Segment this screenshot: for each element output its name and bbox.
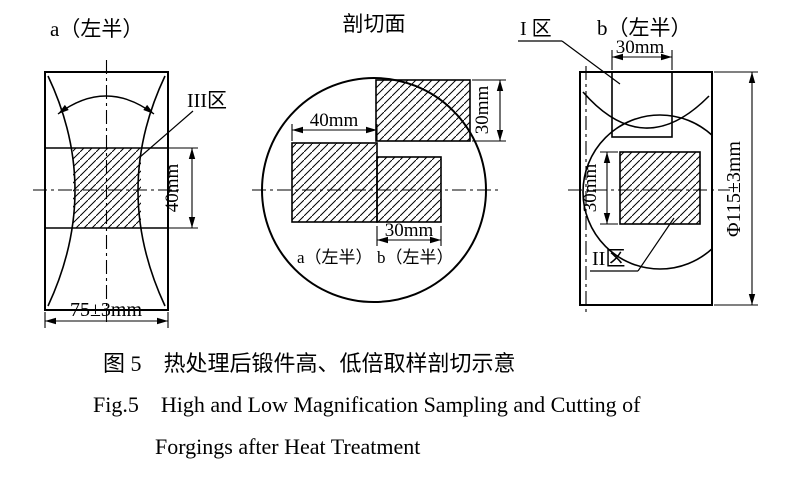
panel-section-hatched-block-b — [376, 156, 442, 223]
forging-sampling-diagram: a（左半） III区 40mm 75±3mm 剖切面 — [33, 12, 758, 328]
panel-b-dim30t-text: 30mm — [616, 37, 665, 58]
panel-section-dim40-text: 40mm — [310, 110, 359, 131]
panel-section-dim30t-text: 30mm — [472, 86, 493, 135]
panel-section-label-a: a（左半） — [297, 248, 373, 267]
panel-b-inner-arcs — [582, 91, 712, 270]
figure-caption-english-line1: Fig.5 High and Low Magnification Samplin… — [93, 392, 641, 417]
panel-b-dim30m-text: 30mm — [580, 164, 601, 213]
panel-section-hatched-block-top — [375, 79, 471, 142]
figure-caption-chinese: 图 5 热处理后锻件高、低倍取样剖切示意 — [103, 351, 516, 376]
panel-section-title: 剖切面 — [343, 12, 406, 36]
panel-section-dim30b-text: 30mm — [385, 220, 434, 241]
panel-b-zone2-leader-line — [637, 217, 675, 272]
panel-a-right-concave-arc — [137, 75, 166, 307]
panel-b-large-circle-arc — [582, 114, 712, 270]
panel-section-hatched-block-a — [291, 142, 378, 223]
panel-b-dim-dia-text: Φ115±3mm — [723, 141, 745, 237]
panel-section-label-b: b（左半） — [377, 248, 454, 267]
panel-b-zone2-label: II区 — [592, 248, 625, 270]
panel-b-zone1-label: I 区 — [520, 18, 552, 40]
panel-a-left-concave-arc — [47, 75, 76, 307]
panel-b-title: b（左半） — [597, 16, 692, 40]
panel-section-plane: 剖切面 40mm 30mm 30mm a（左半） b（左半） — [252, 12, 506, 303]
panel-a-dim40-text: 40mm — [162, 164, 183, 213]
figure-caption-english-line2: Forgings after Heat Treatment — [155, 434, 421, 459]
panel-a-zone3-leader-line — [139, 110, 194, 158]
panel-a-left-half: a（左半） III区 40mm 75±3mm — [33, 17, 227, 328]
panel-b-left-half: I 区 b（左半） 30mm 30mm II区 — [518, 16, 758, 312]
panel-b-zone2-hatched-rect — [619, 151, 701, 225]
panel-b-zone1-leader-line — [561, 40, 621, 85]
panel-b-zone1-sample-rect — [611, 71, 673, 138]
panel-b-top-arc — [582, 91, 710, 129]
panel-a-dim75-text: 75±3mm — [70, 299, 143, 321]
panel-a-curved-double-arrow — [57, 95, 155, 115]
panel-a-title: a（左半） — [50, 17, 143, 41]
panel-a-zone3-label: III区 — [187, 90, 227, 112]
